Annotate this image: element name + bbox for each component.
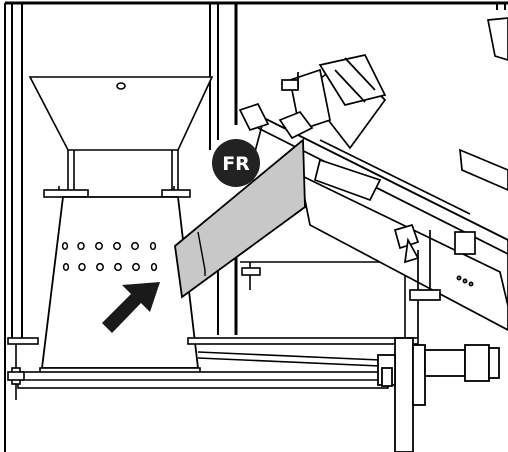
hopper-brackets xyxy=(43,186,191,198)
badge-label: FR xyxy=(222,153,250,175)
perforation-holes xyxy=(61,241,158,272)
inner-box xyxy=(240,261,406,338)
feed-hopper xyxy=(28,76,214,190)
language-badge: FR xyxy=(212,139,260,187)
auger-assembly xyxy=(238,17,508,338)
drive-motor xyxy=(377,337,500,452)
left-bolt xyxy=(7,344,25,400)
perforated-sieve xyxy=(39,196,201,375)
grey-chute-plate xyxy=(174,138,306,299)
insertion-direction-arrow xyxy=(102,282,160,333)
base-rails xyxy=(7,337,419,389)
badge-circle xyxy=(212,139,260,187)
